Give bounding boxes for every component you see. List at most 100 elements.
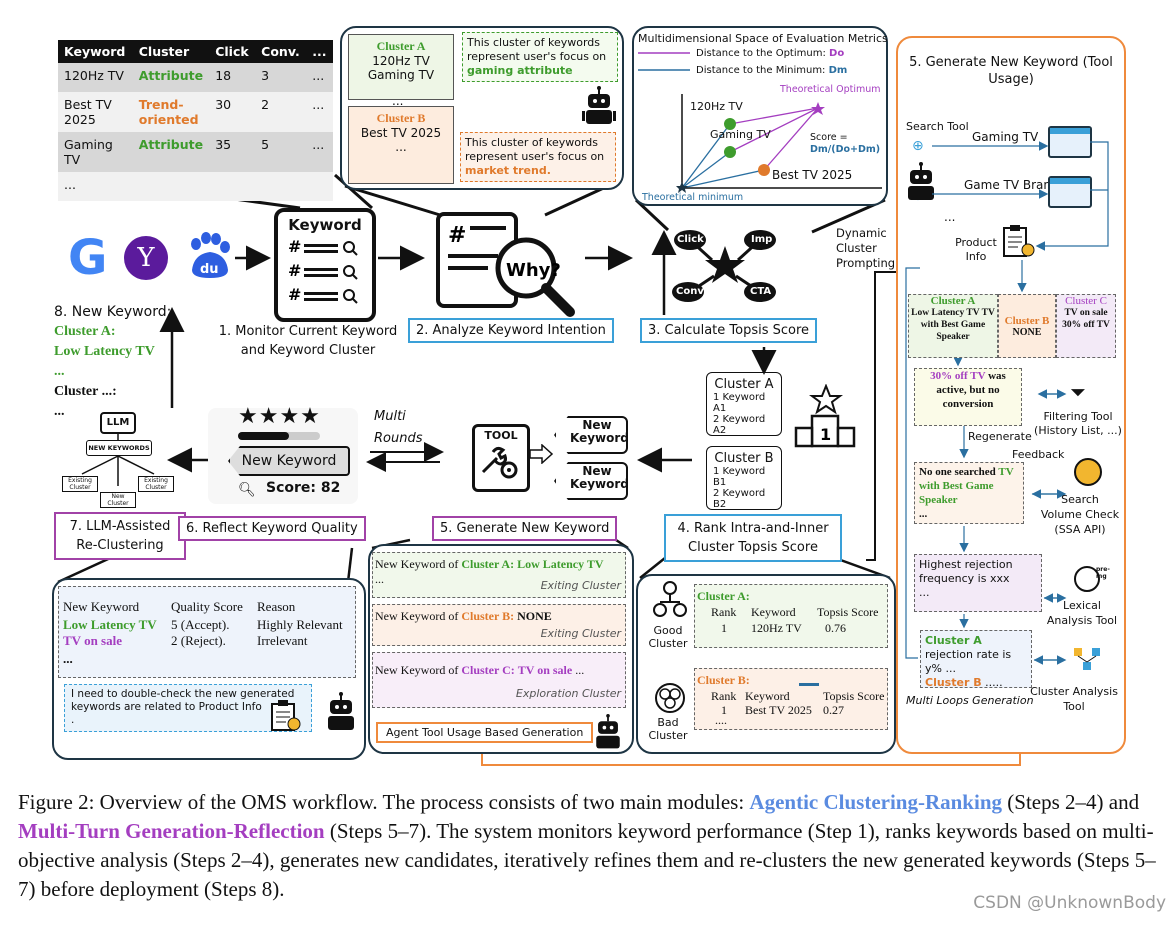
robot-icon	[908, 162, 934, 200]
rank-header: Rank	[711, 689, 737, 703]
theoretical-minimum-label: Theoretical minimum	[642, 192, 744, 203]
table-row: Gaming TV Attribute 35 5 ...	[58, 132, 333, 172]
lexical-tool-icon	[1074, 566, 1100, 592]
new-keyword-tag-1	[554, 416, 628, 454]
tile-cluster-c: Cluster C TV on sale 30% off TV	[1056, 294, 1116, 358]
reflect-header-reason: Reason	[257, 599, 296, 614]
tile-cluster-b-body: NONE	[1012, 327, 1042, 338]
rank-panel-a-title: Cluster A:	[697, 589, 750, 603]
gen-row-a-dots: ...	[375, 572, 384, 586]
reflect-row2-reason: Irrelevant	[257, 633, 308, 648]
reflect-bubble-text: I need to double-check the new generated…	[71, 688, 295, 713]
reflect-row2-keyword: TV on sale	[63, 633, 122, 648]
cluster-a-bubble: This cluster of keywords represent user'…	[462, 32, 618, 82]
filtering-tool-label: Filtering Tool (History List, ...)	[1034, 410, 1122, 437]
table-cell: Attribute	[132, 132, 210, 172]
table-cell: 35	[209, 132, 256, 172]
radar-click: Click	[677, 234, 704, 245]
caption-part-2: (Steps 2–4) and	[1002, 790, 1140, 814]
rank-a-cell: 0.76	[825, 621, 846, 635]
ssa-tool-label: Search Volume Check (SSA API)	[1040, 493, 1120, 536]
rank-b-row: 1 Keyword B1	[713, 466, 766, 488]
filter-icon: ⏷	[1070, 380, 1086, 404]
score-value: Score: 82	[266, 480, 341, 496]
rank-panel-b: Cluster B: Rank Keyword Topsis Score 1 B…	[694, 668, 888, 730]
feedback-2-highlight: TV with Best Game Speaker	[919, 466, 1014, 506]
table-cell	[132, 172, 210, 201]
table-header-keyword: Keyword	[58, 40, 133, 63]
list-dots-2: ...	[54, 404, 65, 419]
rank-panel-a: Cluster A: Rank Keyword Topsis Score 1 1…	[694, 584, 888, 648]
feedback-4-b: Cluster B	[925, 676, 982, 689]
list-cluster-a-value: Low Latency TV	[54, 344, 155, 359]
reflect-bubble: I need to double-check the new generated…	[64, 684, 312, 732]
table-header-click: Click	[209, 40, 256, 63]
reflect-row1-keyword: Low Latency TV	[63, 617, 157, 632]
tile-cluster-a: Cluster A Low Latency TV TV with Best Ga…	[908, 294, 998, 358]
gen-footer: Agent Tool Usage Based Generation	[376, 722, 594, 743]
list-cluster-a-label: Cluster A:	[54, 324, 116, 339]
radar-imp: Imp	[751, 234, 773, 245]
caption-part-1: Figure 2: Overview of the OMS workflow. …	[18, 790, 750, 814]
search-volume-icon	[1074, 458, 1102, 486]
reflect-dots: ...	[63, 651, 73, 666]
new-keyword-list: 8. New Keyword: Cluster A: Low Latency T…	[54, 302, 194, 422]
feedback-2-dots: ...	[919, 508, 928, 520]
tree-leaf-new: New Cluster	[100, 492, 136, 508]
point-label-120hz: 120Hz TV	[690, 100, 743, 113]
dynamic-prompting-label: Dynamic Cluster Prompting	[836, 226, 896, 270]
radar-conv: Conv	[676, 286, 704, 297]
step2-label: 2. Analyze Keyword Intention	[408, 318, 614, 343]
rank-header: Topsis Score	[817, 605, 879, 619]
product-info-icon	[1003, 225, 1035, 257]
feedback-4-b-rest: .....	[985, 676, 1003, 689]
llm-badge: LLM	[100, 412, 136, 434]
tool-arrow-icon	[529, 444, 554, 464]
gen-row-a-tag: Exiting Cluster	[540, 579, 621, 592]
multi-loops-label: Multi Loops Generation	[906, 694, 1034, 707]
gen-row-a: New Keyword of Cluster A: Low Latency TV…	[372, 552, 626, 598]
optimum-star-icon	[811, 102, 825, 115]
point-120hz	[724, 118, 736, 130]
table-header-cluster: Cluster	[132, 40, 210, 63]
feedback-3-text: Highest rejection frequency is xxx	[919, 558, 1013, 585]
gen-row-c: New Keyword of Cluster C: TV on sale ...…	[372, 652, 626, 708]
rank-a-row: 2 Keyword A2	[713, 414, 766, 436]
tile-cluster-b: Cluster B NONE	[998, 294, 1056, 358]
right-dots: ...	[944, 210, 956, 224]
gen-row-a-prefix: New Keyword of	[375, 557, 459, 571]
reflect-bubble-dot: .	[71, 714, 75, 726]
cluster-b-box: Cluster B Best TV 2025 ...	[348, 106, 454, 184]
table-cell: Attribute	[132, 63, 210, 92]
minimum-star-icon	[676, 182, 688, 193]
rank-header: Keyword	[751, 605, 796, 619]
step5-label: 5. Generate New Keyword	[432, 516, 618, 541]
gen-row-b-prefix: New Keyword of	[375, 609, 459, 623]
feedback-1: 30% off TV was active, but no conversion	[914, 368, 1022, 426]
cluster-b-item: Best TV 2025	[360, 126, 442, 140]
rating-bar	[238, 432, 320, 440]
robot-icon	[582, 86, 616, 124]
table-cell: 120Hz TV	[58, 63, 133, 92]
wrench-gear-icon	[481, 446, 518, 479]
rank-a-cell: 120Hz TV	[751, 621, 802, 635]
rank-b-cell: Best TV 2025	[745, 703, 812, 717]
bad-cluster-label: Bad Cluster	[648, 716, 688, 742]
table-cell: 5	[255, 132, 307, 172]
clipboard-gear-icon	[271, 700, 301, 731]
bad-cluster-icon	[655, 683, 685, 713]
rank-b-title: Cluster B	[714, 451, 774, 466]
gen-row-c-cluster: Cluster C:	[461, 663, 515, 677]
table-cell: 18	[209, 63, 256, 92]
feedback-2-pre: No one searched	[919, 466, 996, 478]
gen-row-b-cluster: Cluster B:	[461, 609, 515, 623]
tile-cluster-c-title: Cluster C	[1065, 295, 1107, 307]
metrics-plot	[638, 52, 882, 193]
rank-header: Keyword	[745, 689, 790, 703]
new-keyword-text-1: New Keyword	[570, 418, 629, 445]
rank-b-dots: ....	[715, 713, 727, 727]
legend-dm-symbol: Dm	[828, 65, 848, 76]
cluster-a-title: Cluster A	[376, 39, 426, 53]
product-info-label: Product Info	[955, 236, 997, 263]
new-keyword-tag-2	[554, 462, 628, 500]
